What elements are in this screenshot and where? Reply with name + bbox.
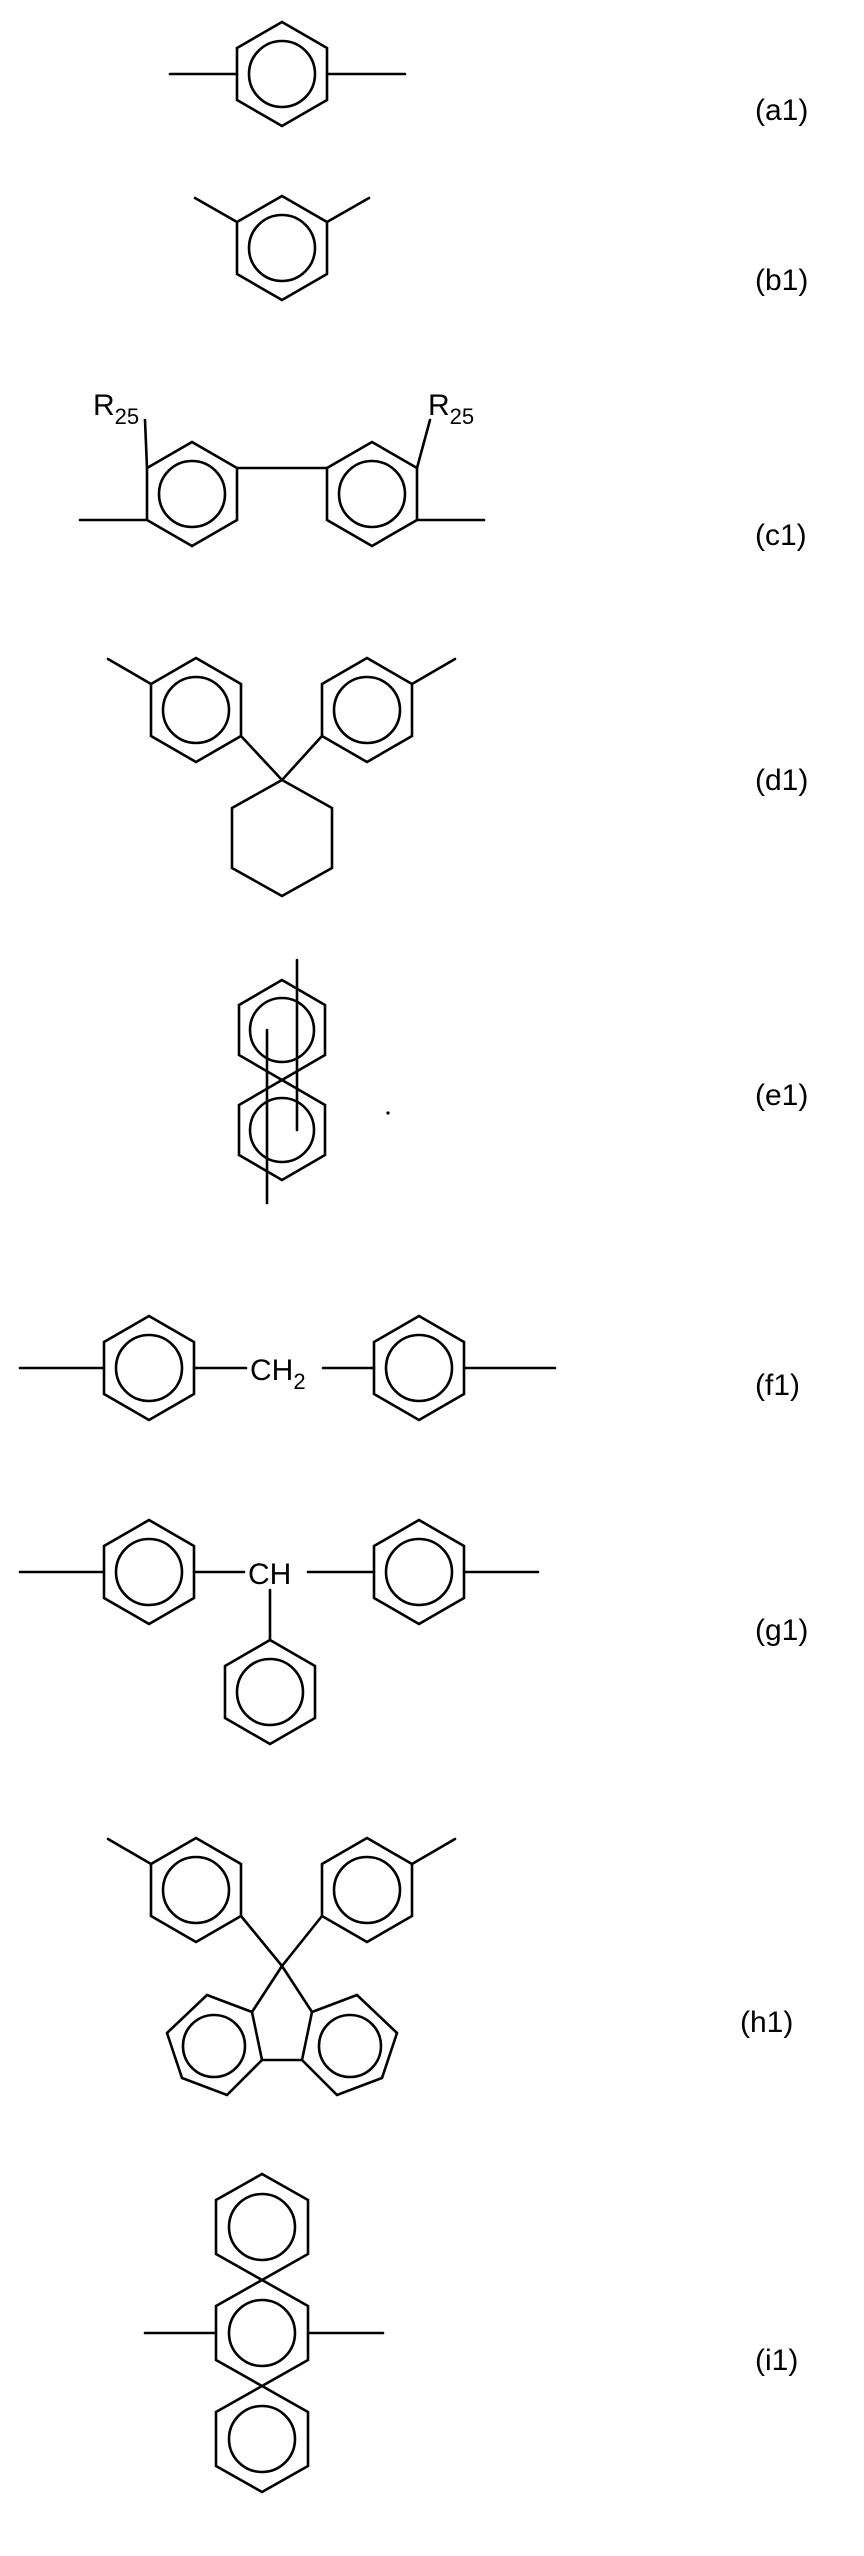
label-h1: (h1) (740, 2006, 793, 2039)
label-e1: (e1) (755, 1079, 808, 1112)
svg-text:CH2: CH2 (250, 1354, 306, 1394)
structure-a1: (a1) (170, 22, 808, 127)
svg-text:R25: R25 (93, 389, 139, 429)
stray-dot (386, 1111, 389, 1114)
structure-b1: (b1) (195, 196, 808, 300)
label-d1: (d1) (755, 764, 808, 797)
structure-d1: (d1) (108, 658, 808, 896)
label-b1: (b1) (755, 264, 808, 297)
label-g1: (g1) (755, 1614, 808, 1647)
r25-sub-left: 25 (115, 404, 139, 429)
r25-main-left: R (93, 389, 115, 422)
structure-f1: CH2 (f1) (20, 1316, 800, 1420)
svg-text:R25: R25 (428, 389, 474, 429)
ch2-main: CH (250, 1354, 293, 1387)
label-c1: (c1) (755, 519, 807, 552)
ch-bridge: CH (248, 1558, 291, 1591)
label-a1: (a1) (755, 94, 808, 127)
label-f1: (f1) (755, 1369, 800, 1402)
structure-h1: (h1) (108, 1838, 793, 2095)
r25-main-right: R (428, 389, 450, 422)
structure-g1: CH (g1) (20, 1520, 808, 1744)
label-i1: (i1) (755, 2344, 798, 2377)
r25-sub-right: 25 (450, 404, 474, 429)
ch2-sub: 2 (293, 1369, 305, 1394)
structure-c1: R25 R25 (c1) (80, 389, 807, 552)
structure-i1: (i1) (145, 2174, 798, 2492)
structure-e1: (e1) (239, 960, 808, 1203)
